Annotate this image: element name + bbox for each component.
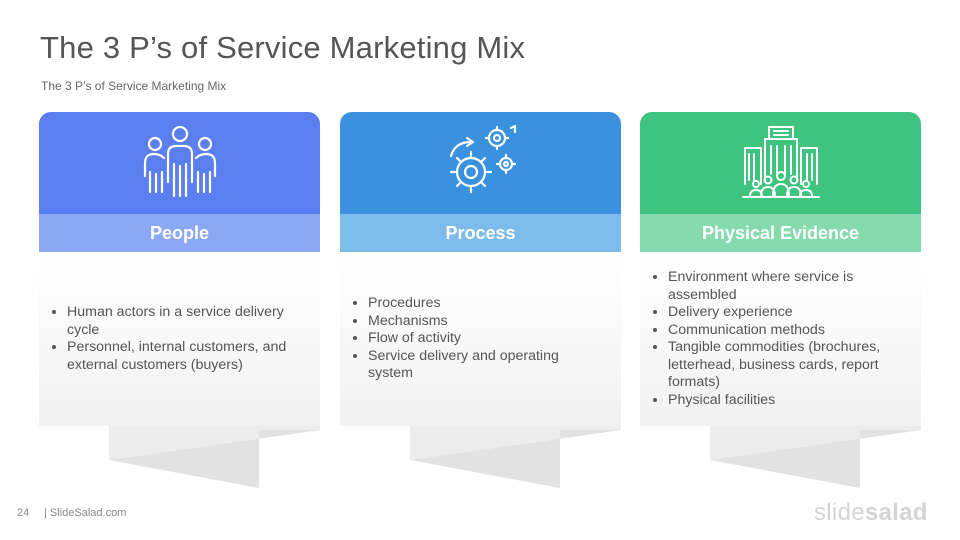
card-physical-evidence: Physical Evidence Environment where serv…	[640, 112, 921, 488]
ribbon-decoration	[109, 426, 320, 488]
bullet-item: Procedures	[368, 295, 607, 313]
slide-subtitle: The 3 P’s of Service Marketing Mix	[41, 79, 227, 93]
bullet-item: Service delivery and operating system	[368, 348, 607, 383]
logo-text-part1: slide	[814, 499, 865, 526]
card-header	[340, 112, 621, 214]
footer-site-link[interactable]: | SlideSalad.com	[44, 507, 127, 519]
page-number: 24	[17, 507, 30, 519]
card-body: Human actors in a service delivery cycle…	[39, 252, 320, 426]
card-body: Procedures Mechanisms Flow of activity S…	[340, 252, 621, 426]
bullet-item: Mechanisms	[368, 313, 607, 331]
bullet-list: Environment where service is assembled D…	[640, 269, 921, 409]
bullet-item: Personnel, internal customers, and exter…	[67, 339, 306, 374]
bullet-item: Environment where service is assembled	[668, 269, 907, 304]
building-people-icon	[741, 126, 820, 198]
gears-icon	[449, 124, 516, 194]
bullet-item: Delivery experience	[668, 304, 907, 322]
bullet-list: Human actors in a service delivery cycle…	[39, 304, 320, 374]
slidesalad-logo: slidesalad	[814, 499, 928, 527]
bullet-item: Tangible commodities (brochures, letterh…	[668, 339, 907, 392]
people-group-icon	[143, 125, 216, 198]
bullet-item: Physical facilities	[668, 392, 907, 410]
card-label: Physical Evidence	[640, 214, 921, 252]
card-label: People	[39, 214, 320, 252]
card-process: Process Procedures Mechanisms Flow of ac…	[340, 112, 621, 488]
card-header	[39, 112, 320, 214]
slide-title: The 3 P’s of Service Marketing Mix	[40, 30, 526, 65]
card-header	[640, 112, 921, 214]
ribbon-decoration	[410, 426, 621, 488]
bullet-item: Communication methods	[668, 322, 907, 340]
bullet-item: Human actors in a service delivery cycle	[67, 304, 306, 339]
card-label: Process	[340, 214, 621, 252]
logo-text-part2: salad	[864, 499, 928, 526]
card-body: Environment where service is assembled D…	[640, 252, 921, 426]
ribbon-decoration	[710, 426, 921, 488]
card-people: People Human actors in a service deliver…	[39, 112, 320, 488]
bullet-list: Procedures Mechanisms Flow of activity S…	[340, 295, 621, 383]
bullet-item: Flow of activity	[368, 330, 607, 348]
